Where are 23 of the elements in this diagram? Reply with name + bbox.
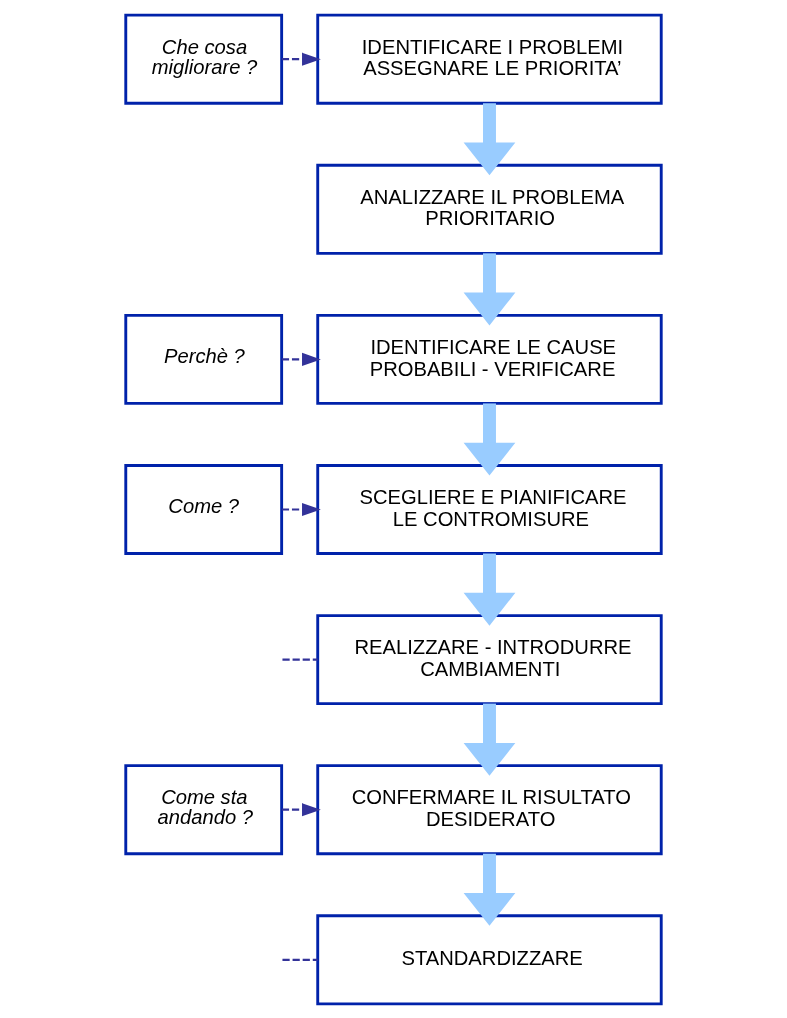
arrow bbox=[463, 102, 516, 175]
arrow bbox=[281, 352, 321, 366]
node-box: Come ? bbox=[124, 463, 284, 555]
node-box: Che cosa migliorare ? bbox=[124, 13, 284, 105]
connector bbox=[282, 658, 318, 661]
node-box: ANALIZZARE IL PROBLEMA PRIORITARIO bbox=[316, 163, 663, 255]
node-box: Come sta andando ? bbox=[124, 763, 284, 855]
arrow bbox=[281, 802, 321, 816]
arrow bbox=[281, 502, 321, 516]
connector bbox=[282, 958, 318, 961]
node-box: REALIZZARE - INTRODURRE CAMBIAMENTI bbox=[316, 613, 663, 705]
node-box: Perchè ? bbox=[124, 313, 284, 405]
node-box: CONFERMARE IL RISULTATO DESIDERATO bbox=[316, 763, 663, 855]
node-box: STANDARDIZZARE bbox=[316, 913, 663, 1005]
arrow bbox=[281, 52, 321, 66]
arrow bbox=[463, 553, 516, 626]
arrow bbox=[463, 703, 516, 776]
arrow bbox=[463, 252, 516, 325]
node-box: IDENTIFICARE LE CAUSE PROBABILI - VERIFICARE bbox=[316, 313, 663, 405]
arrow bbox=[463, 402, 516, 476]
arrow bbox=[463, 853, 516, 926]
node-box: IDENTIFICARE I PROBLEMI ASSEGNARE LE PRIORITA’ bbox=[316, 13, 663, 105]
node-box: SCEGLIERE E PIANIFICARE LE CONTROMISURE bbox=[316, 463, 663, 555]
